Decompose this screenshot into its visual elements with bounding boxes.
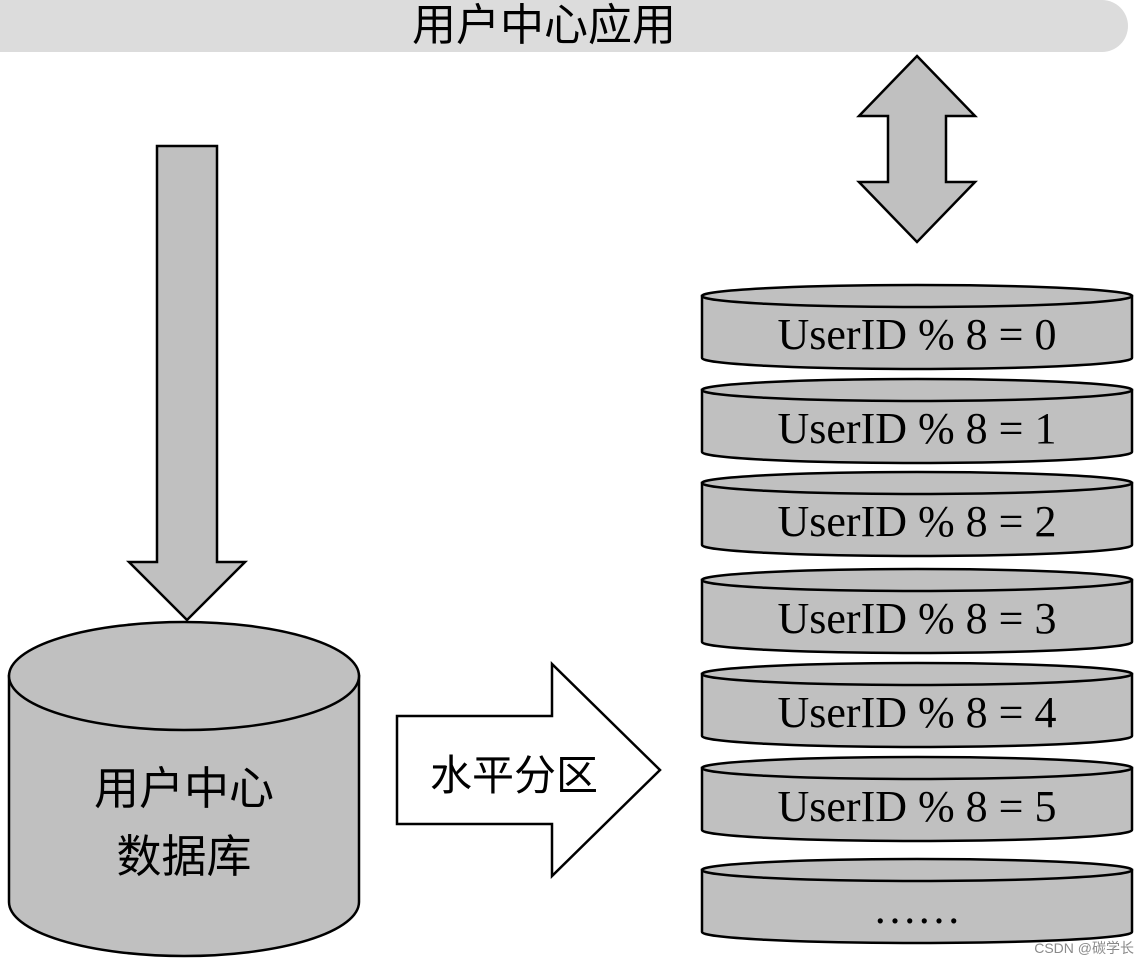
database-body bbox=[7, 674, 361, 958]
watermark: CSDN @碳学长 bbox=[1034, 940, 1134, 956]
shard-top bbox=[700, 857, 1134, 883]
shard-top bbox=[700, 567, 1134, 593]
shard-body bbox=[700, 868, 1134, 945]
database-cylinder: 用户中心 数据库 bbox=[7, 620, 361, 958]
partition-arrow-label: 水平分区 bbox=[430, 751, 598, 800]
shard-disc-2: UserID % 8 = 2 bbox=[700, 470, 1134, 558]
shard-label: UserID % 8 = 4 bbox=[778, 688, 1057, 737]
shard-body bbox=[700, 672, 1134, 749]
shard-disc-3: UserID % 8 = 3 bbox=[700, 567, 1134, 655]
shard-top bbox=[700, 377, 1134, 403]
shard-body bbox=[700, 578, 1134, 655]
shard-disc-6: …… bbox=[700, 857, 1134, 945]
database-label-line1: 用户中心 bbox=[94, 762, 274, 815]
app-banner-title: 用户中心应用 bbox=[412, 0, 676, 51]
shard-body bbox=[700, 294, 1134, 371]
shard-disc-1: UserID % 8 = 1 bbox=[700, 377, 1134, 465]
shard-label: UserID % 8 = 3 bbox=[778, 594, 1057, 643]
shard-disc-4: UserID % 8 = 4 bbox=[700, 661, 1134, 749]
partition-arrow: 水平分区 bbox=[395, 661, 662, 879]
shard-top bbox=[700, 470, 1134, 496]
bidirectional-arrow bbox=[856, 54, 978, 244]
database-label-line2: 数据库 bbox=[116, 830, 251, 883]
shard-disc-0: UserID % 8 = 0 bbox=[700, 283, 1134, 371]
shard-body bbox=[700, 388, 1134, 465]
shard-stack: UserID % 8 = 0 UserID % 8 = 1 UserID % 8 =… bbox=[700, 283, 1134, 945]
partition-arrow-shape bbox=[395, 661, 662, 879]
shard-top bbox=[700, 283, 1134, 309]
app-banner: 用户中心应用 bbox=[0, 0, 1128, 52]
shard-body bbox=[700, 481, 1134, 558]
app-banner-shape bbox=[0, 0, 1128, 52]
shard-label: UserID % 8 = 1 bbox=[778, 404, 1057, 453]
shard-top bbox=[700, 661, 1134, 687]
shard-label: UserID % 8 = 2 bbox=[778, 497, 1057, 546]
shard-body bbox=[700, 766, 1134, 843]
shard-label: UserID % 8 = 5 bbox=[778, 782, 1057, 831]
shard-label: …… bbox=[873, 884, 961, 933]
database-top bbox=[7, 620, 361, 732]
shard-disc-5: UserID % 8 = 5 bbox=[700, 755, 1134, 843]
shard-top bbox=[700, 755, 1134, 781]
shard-label: UserID % 8 = 0 bbox=[778, 310, 1057, 359]
down-arrow bbox=[125, 144, 249, 622]
